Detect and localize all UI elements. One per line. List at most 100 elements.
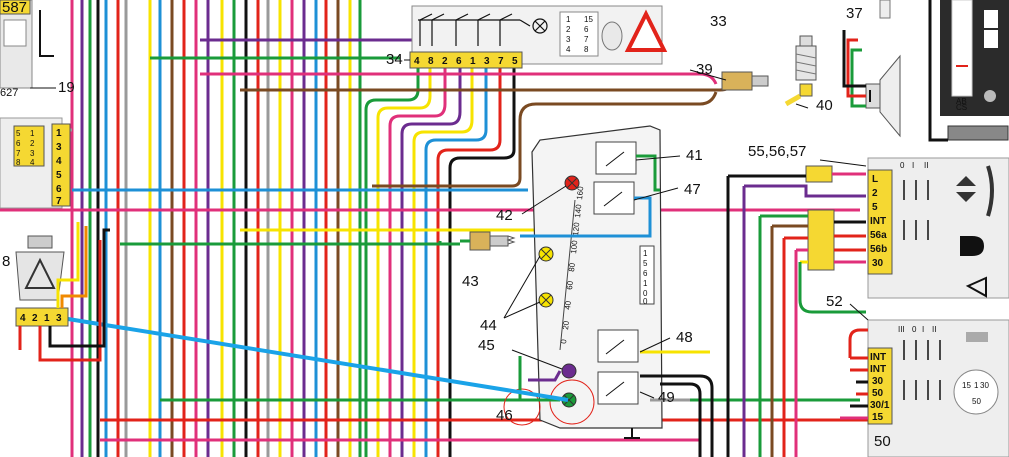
svg-text:1: 1 — [30, 129, 35, 138]
label-48: 48 — [676, 329, 693, 346]
conn34-pin-5: 3 — [484, 56, 490, 67]
sw52-pin-30: 30 — [872, 376, 884, 387]
speedo-40: 40 — [563, 300, 573, 310]
svg-text:1: 1 — [643, 249, 648, 258]
speedo-20: 20 — [561, 320, 571, 330]
label-37: 37 — [846, 5, 863, 22]
switch52-wires — [840, 328, 868, 420]
left-pin-5: 5 — [56, 170, 62, 181]
label-47: 47 — [684, 181, 701, 198]
label-40: 40 — [816, 97, 833, 114]
svg-text:3: 3 — [30, 149, 35, 158]
label-34: 34 — [386, 51, 403, 68]
svg-text:6: 6 — [16, 139, 21, 148]
svg-text:15: 15 — [962, 381, 971, 390]
left-relay-block: 1 3 4 5 6 7 5 1 6 2 7 3 8 4 — [0, 117, 71, 209]
sw55-pin-56a: 56a — [870, 230, 887, 241]
svg-text:III: III — [898, 325, 905, 334]
conn34-pin-2: 2 — [442, 56, 448, 67]
svg-text:I: I — [922, 325, 924, 334]
svg-text:1: 1 — [974, 381, 979, 390]
hazard-pin-2: 2 — [32, 313, 38, 324]
ignition-switch-52: INT INT 30 50 30/1 15 III 0 I II 15 1 30… — [867, 319, 1009, 457]
conn34-pin-0: 4 — [414, 56, 420, 67]
svg-text:0: 0 — [900, 161, 905, 170]
component-19 — [0, 0, 54, 89]
label-46: 46 — [496, 407, 513, 424]
left-pin-3: 3 — [56, 142, 62, 153]
label-43: 43 — [462, 273, 479, 290]
lamp37-label-ab: AB — [956, 97, 967, 106]
switch55-wires — [726, 172, 866, 457]
speedo-0: 0 — [559, 338, 568, 344]
instrument-cluster: 0 20 40 60 80 100 120 140 160 1 5 6 1 0 … — [503, 125, 663, 439]
svg-text:4: 4 — [30, 158, 35, 167]
connector-55 — [805, 165, 835, 271]
svg-text:6: 6 — [643, 269, 648, 278]
label-55-56-57: 55,56,57 — [748, 143, 806, 160]
svg-text:I: I — [912, 161, 914, 170]
connector34-wires — [364, 66, 516, 457]
highlight-circle-2 — [549, 379, 595, 425]
label-33: 33 — [710, 13, 727, 30]
label-44: 44 — [480, 317, 497, 334]
svg-text:5: 5 — [16, 129, 21, 138]
hazard-icon — [24, 257, 56, 289]
sw52-pin-15: 15 — [872, 412, 884, 423]
speedo-100: 100 — [569, 239, 579, 254]
gauge-49 — [597, 371, 639, 405]
svg-text:7: 7 — [16, 149, 21, 158]
label-627: 627 — [0, 87, 18, 99]
svg-text:8: 8 — [584, 45, 589, 54]
hazard-wires — [18, 222, 110, 362]
svg-text:30: 30 — [980, 381, 989, 390]
speedo-160: 160 — [575, 185, 585, 200]
label-42: 42 — [496, 207, 513, 224]
sw52-pin-50: 50 — [872, 388, 884, 399]
sw52-pin-int2: INT — [870, 364, 886, 375]
left-pin-4: 4 — [56, 156, 62, 167]
sw55-pin-30: 30 — [872, 258, 884, 269]
sw55-pin-L: L — [872, 174, 878, 185]
headlamp — [842, 0, 901, 138]
conn34-pin-7: 5 — [512, 56, 518, 67]
speedo-120: 120 — [571, 221, 581, 236]
left-pin-1: 1 — [56, 128, 62, 139]
label-8: 8 — [2, 253, 10, 270]
svg-text:1: 1 — [643, 279, 648, 288]
svg-text:50: 50 — [972, 397, 981, 406]
sender-39 — [721, 71, 769, 91]
warning-lamp-45 — [561, 363, 577, 379]
label-19: 19 — [58, 79, 75, 96]
label-41: 41 — [686, 147, 703, 164]
odometer — [639, 245, 655, 305]
hazard-triangle-icon — [624, 9, 668, 52]
svg-text:0: 0 — [643, 289, 648, 298]
speedo-140: 140 — [573, 203, 583, 218]
hazard-switch-8: 4 2 1 3 — [15, 235, 69, 327]
switch-55-56-57: L 2 5 INT 56a 56b 30 0 I II — [867, 157, 1009, 299]
connector-34: 4 8 2 6 1 3 7 5 — [409, 51, 523, 69]
label-52: 52 — [826, 293, 843, 310]
speedometer: 0 20 40 60 80 100 120 140 160 — [559, 185, 585, 351]
svg-text:6: 6 — [584, 25, 589, 34]
conn34-pin-4: 1 — [470, 56, 476, 67]
left-pin-7: 7 — [56, 196, 62, 207]
conn34-pin-1: 8 — [428, 56, 434, 67]
svg-text:7: 7 — [584, 35, 589, 44]
sw55-pin-int: INT — [870, 216, 886, 227]
relay-contact-1: 1 — [566, 15, 571, 24]
sw55-pin-2: 2 — [872, 188, 878, 199]
speedo-60: 60 — [565, 280, 575, 290]
hazard-pin-3: 3 — [56, 313, 62, 324]
highlight-circle-1 — [503, 388, 541, 426]
highlight-blue-wire — [61, 316, 569, 402]
svg-text:3: 3 — [566, 35, 571, 44]
label-587: 587 — [2, 0, 27, 16]
callout-leaders — [30, 59, 869, 399]
cluster-right-wires — [518, 154, 714, 457]
label-50: 50 — [874, 433, 891, 450]
sensor-40 — [784, 35, 817, 107]
lamp37-label-cs: CS — [956, 103, 967, 112]
label-45: 45 — [478, 337, 495, 354]
